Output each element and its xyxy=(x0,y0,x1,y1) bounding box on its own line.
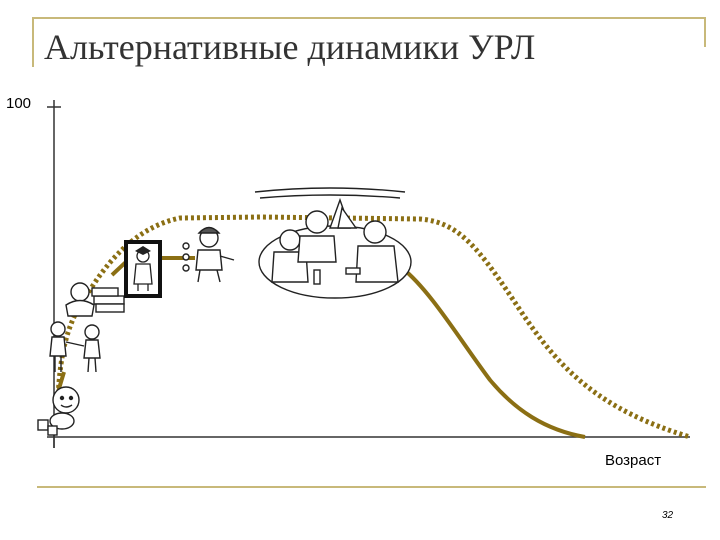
page-number: 32 xyxy=(662,510,673,521)
adults-at-table-illustration xyxy=(255,188,411,298)
series-solid-line-decline xyxy=(402,268,585,437)
worker-illustration xyxy=(183,228,234,283)
graduate-portrait-illustration xyxy=(124,240,162,298)
x-axis-label: Возраст xyxy=(605,452,661,469)
y-axis-max-label: 100 xyxy=(6,95,31,112)
children-illustration xyxy=(50,322,100,372)
baby-illustration xyxy=(38,387,79,435)
student-illustration xyxy=(66,283,124,316)
